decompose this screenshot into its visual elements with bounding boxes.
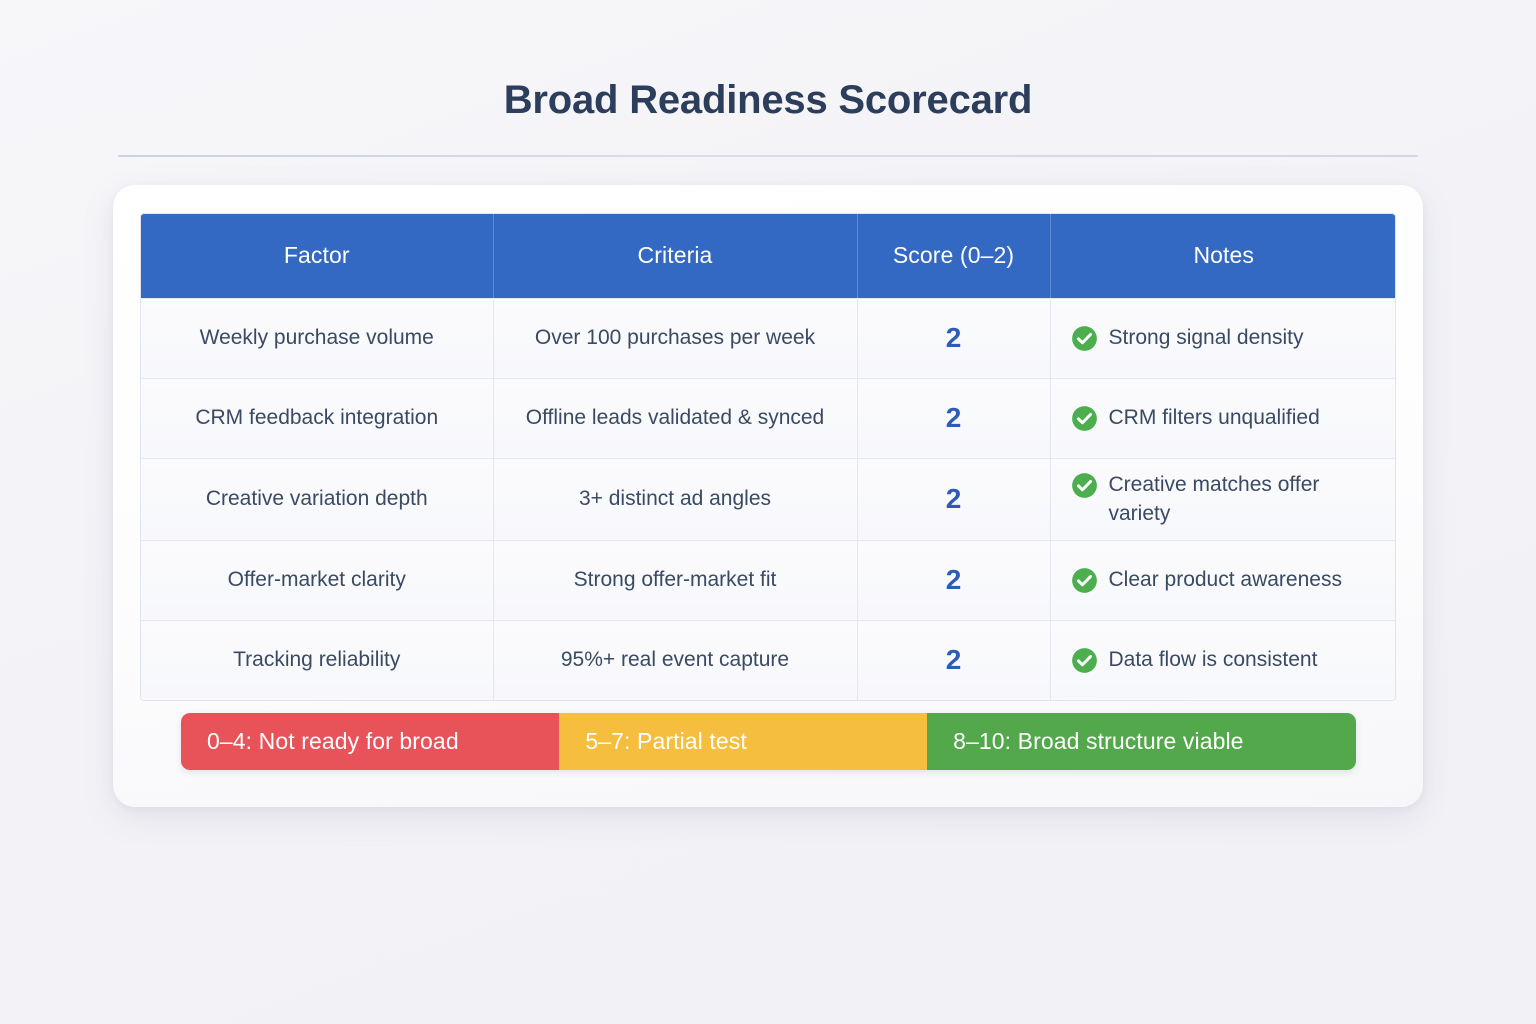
- cell-factor: Creative variation depth: [141, 457, 494, 540]
- cell-score: 2: [857, 297, 1051, 378]
- cell-factor: Offer-market clarity: [141, 539, 494, 620]
- table-row: Offer-market clarity Strong offer-market…: [141, 539, 1395, 620]
- cell-notes: Creative matches offer variety: [1050, 457, 1395, 540]
- check-circle-icon: [1071, 406, 1097, 432]
- cell-criteria: 3+ distinct ad angles: [493, 457, 858, 540]
- cell-criteria: Strong offer-market fit: [493, 539, 858, 620]
- scorecard-table: Factor Criteria Score (0–2) Notes Weekly…: [141, 214, 1395, 700]
- score-legend: 0–4: Not ready for broad 5–7: Partial te…: [181, 713, 1356, 770]
- table-row: Tracking reliability 95%+ real event cap…: [141, 619, 1395, 700]
- scorecard-table-container: Factor Criteria Score (0–2) Notes Weekly…: [140, 213, 1396, 701]
- check-circle-icon: [1071, 473, 1097, 498]
- note-text: CRM filters unqualified: [1108, 406, 1320, 430]
- note-text: Clear product awareness: [1108, 568, 1342, 592]
- check-circle-icon: [1071, 326, 1097, 352]
- legend-segment-broad-viable[interactable]: 8–10: Broad structure viable: [927, 713, 1356, 770]
- cell-score: 2: [857, 377, 1051, 458]
- note-text: Creative matches offer variety: [1108, 472, 1320, 525]
- note-text: Strong signal density: [1108, 326, 1304, 350]
- column-header-notes[interactable]: Notes: [1050, 214, 1395, 298]
- table-row: Weekly purchase volume Over 100 purchase…: [141, 297, 1395, 378]
- column-header-factor[interactable]: Factor: [141, 214, 494, 298]
- cell-criteria: Offline leads validated & synced: [493, 377, 858, 458]
- cell-score: 2: [857, 619, 1051, 700]
- cell-notes: Data flow is consistent: [1050, 619, 1395, 700]
- table-header-row: Factor Criteria Score (0–2) Notes: [141, 214, 1395, 298]
- cell-factor: Tracking reliability: [141, 619, 494, 700]
- cell-score: 2: [857, 539, 1051, 620]
- legend-segment-not-ready[interactable]: 0–4: Not ready for broad: [181, 713, 560, 770]
- legend-segment-partial-test[interactable]: 5–7: Partial test: [559, 713, 928, 770]
- cell-notes: CRM filters unqualified: [1050, 377, 1395, 458]
- table-row: CRM feedback integration Offline leads v…: [141, 377, 1395, 458]
- cell-notes: Strong signal density: [1050, 297, 1395, 378]
- table-body: Weekly purchase volume Over 100 purchase…: [141, 297, 1395, 700]
- cell-factor: CRM feedback integration: [141, 377, 494, 458]
- cell-score: 2: [857, 457, 1051, 540]
- table-header: Factor Criteria Score (0–2) Notes: [141, 214, 1395, 298]
- cell-criteria: 95%+ real event capture: [493, 619, 858, 700]
- column-header-criteria[interactable]: Criteria: [493, 214, 858, 298]
- page-title: Broad Readiness Scorecard: [503, 78, 1033, 122]
- cell-criteria: Over 100 purchases per week: [493, 297, 858, 378]
- scorecard-card: Factor Criteria Score (0–2) Notes Weekly…: [113, 185, 1423, 807]
- check-circle-icon: [1071, 648, 1097, 674]
- table-row: Creative variation depth 3+ distinct ad …: [141, 457, 1395, 540]
- note-text: Data flow is consistent: [1108, 648, 1318, 672]
- title-divider: [118, 155, 1418, 157]
- check-circle-icon: [1071, 568, 1097, 594]
- column-header-score[interactable]: Score (0–2): [857, 214, 1051, 298]
- cell-factor: Weekly purchase volume: [141, 297, 494, 378]
- cell-notes: Clear product awareness: [1050, 539, 1395, 620]
